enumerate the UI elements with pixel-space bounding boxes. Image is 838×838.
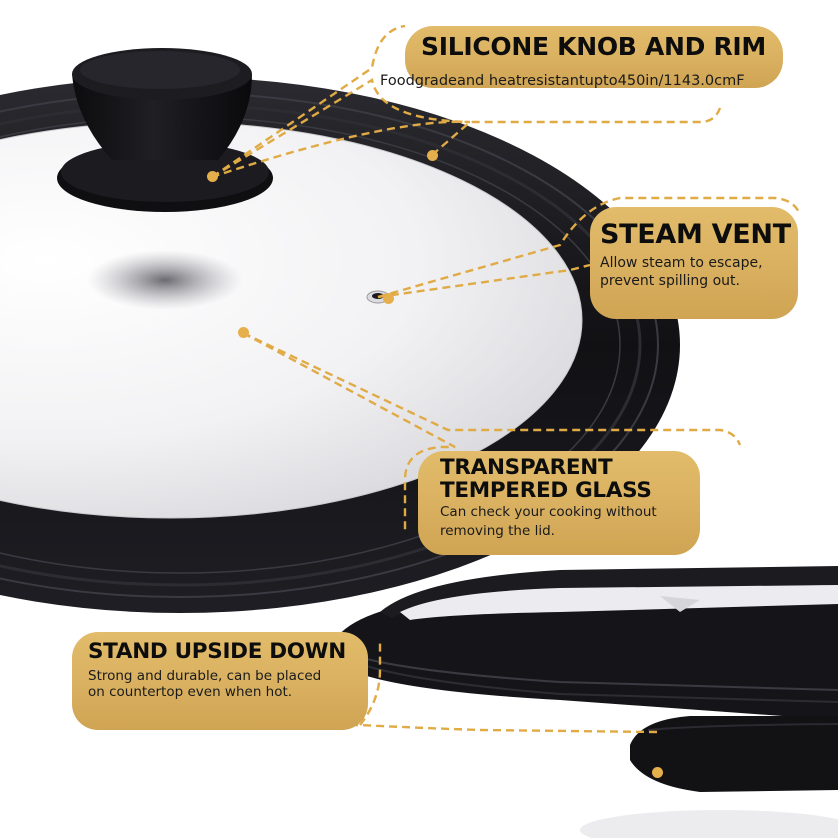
connector-lines [100,24,802,734]
bottom-glass [400,585,838,620]
callout-title: SILICONE KNOB AND RIM [421,32,767,61]
top-lid [0,48,680,613]
callout-stand-upside-down: STAND UPSIDE DOWN Strong and durable, ca… [72,632,368,730]
callout-description-line-2: removing the lid. [440,523,555,539]
callout-steam-vent: STEAM VENT Allow steam to escape, preven… [590,207,798,319]
knob-shadow [87,250,243,310]
stand-marker-dot [652,767,663,778]
bottom-lid-upside-down [335,566,838,838]
callout-description-line-1: Strong and durable, can be placed [88,667,322,684]
rim-marker-dot [427,150,438,161]
callout-description-line-2: on countertop even when hot. [88,684,293,701]
bottom-knob [630,716,838,792]
callout-description-line-1: Can check your cooking without [440,504,657,521]
vent-marker-dot [383,293,394,304]
callout-title: STEAM VENT [600,219,791,250]
callout-transparent-tempered-glass: TRANSPARENT TEMPERED GLASS Can check you… [418,451,700,555]
callout-silicone-knob-and-rim: SILICONE KNOB AND RIM Foodgradeand heatr… [380,26,783,89]
callout-title-line-2: TEMPERED GLASS [440,477,652,503]
callout-description-line-2: prevent spilling out. [600,272,740,289]
knob-marker-dot [207,171,218,182]
callout-title-line-1: TRANSPARENT [440,455,613,480]
glass-marker-dot [238,327,249,338]
callout-description-line-1: Allow steam to escape, [600,255,763,272]
callout-description: Foodgradeand heatresistantupto450in/1143… [380,73,745,89]
tempered-glass [0,122,582,518]
callout-title: STAND UPSIDE DOWN [88,639,346,664]
